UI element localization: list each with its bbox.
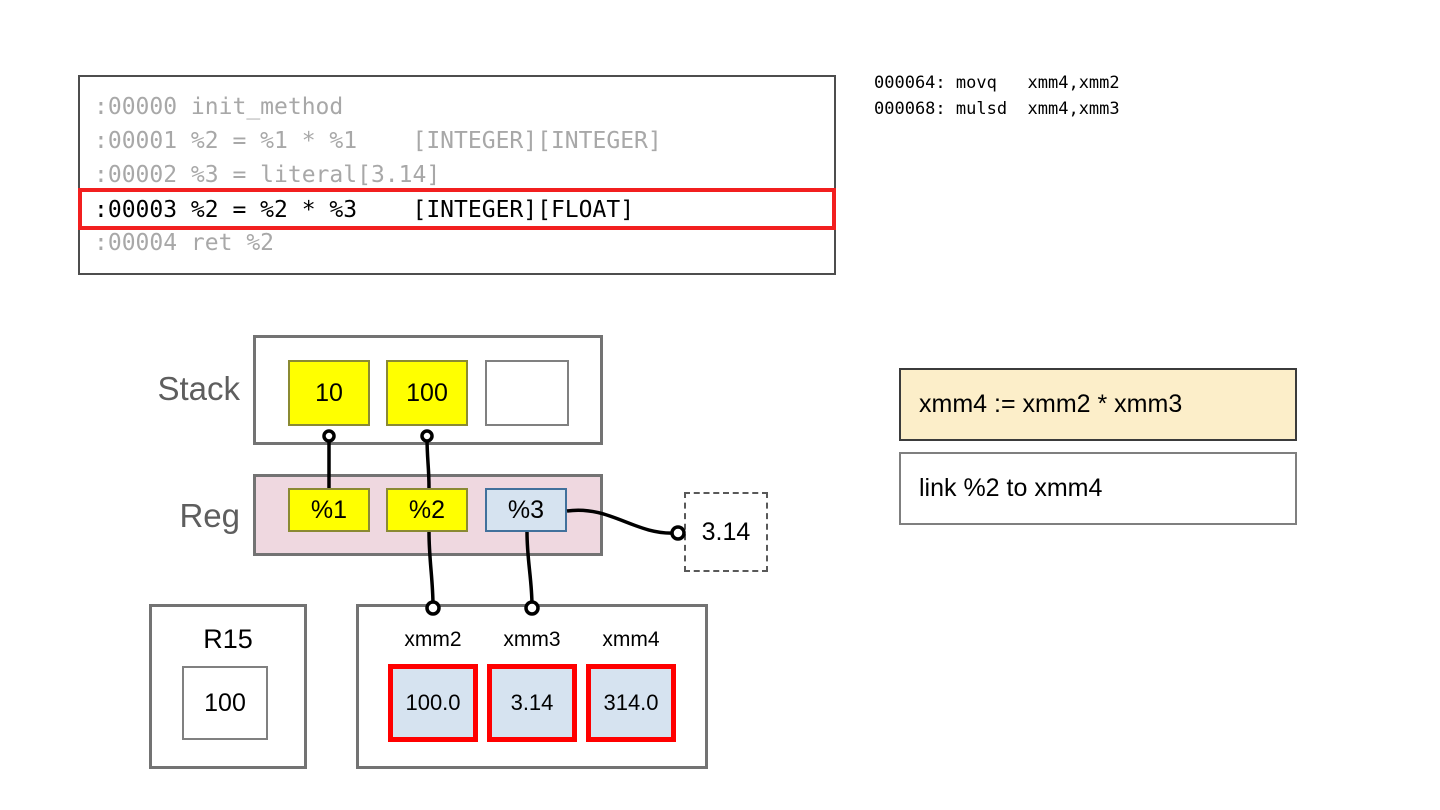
note-link: link %2 to xmm4 — [899, 452, 1297, 525]
r15-value-cell[interactable]: 100 — [182, 666, 268, 740]
xmm4-caption: xmm4 — [602, 628, 660, 651]
ir-line-00001: :00001 %2 = %1 * %1 [INTEGER][INTEGER] — [94, 128, 662, 154]
reg-cell-r3[interactable]: %3 — [485, 488, 567, 532]
stack-cell-1[interactable]: 100 — [386, 360, 468, 426]
stack-cell-2[interactable] — [485, 360, 569, 426]
xmm4-value-cell[interactable]: 314.0 — [586, 664, 676, 742]
ir-listing-panel: :00000 init_method :00001 %2 = %1 * %1 [… — [78, 75, 836, 275]
stack-label: Stack — [157, 370, 240, 407]
ir-line-00004: :00004 ret %2 — [94, 230, 275, 256]
ir-line-00000: :00000 init_method — [94, 94, 344, 120]
ir-line-00002: :00002 %3 = literal[3.14] — [94, 162, 441, 188]
literal-value-box: 3.14 — [684, 492, 768, 572]
ir-active-line-highlight: :00003 %2 = %2 * %3 [INTEGER][FLOAT] — [78, 188, 836, 230]
xmm2-caption: xmm2 — [404, 628, 462, 651]
reg-cell-r1[interactable]: %1 — [288, 488, 370, 532]
asm-listing-panel: 000064: movq xmm4,xmm2 000068: mulsd xmm… — [874, 70, 1294, 122]
xmm3-value-cell[interactable]: 3.14 — [487, 664, 577, 742]
asm-line-000068: 000068: mulsd xmm4,xmm3 — [874, 99, 1120, 119]
r15-title: R15 — [203, 624, 253, 654]
stack-cell-0[interactable]: 10 — [288, 360, 370, 426]
xmm3-caption: xmm3 — [503, 628, 561, 651]
reg-cell-r2[interactable]: %2 — [386, 488, 468, 532]
asm-line-000064: 000064: movq xmm4,xmm2 — [874, 73, 1120, 93]
xmm2-value-cell[interactable]: 100.0 — [388, 664, 478, 742]
note-operation: xmm4 := xmm2 * xmm3 — [899, 368, 1297, 441]
connector-dot-literal — [670, 525, 686, 541]
reg-label: Reg — [179, 497, 240, 534]
ir-line-00003: :00003 %2 = %2 * %3 [INTEGER][FLOAT] — [94, 197, 635, 223]
